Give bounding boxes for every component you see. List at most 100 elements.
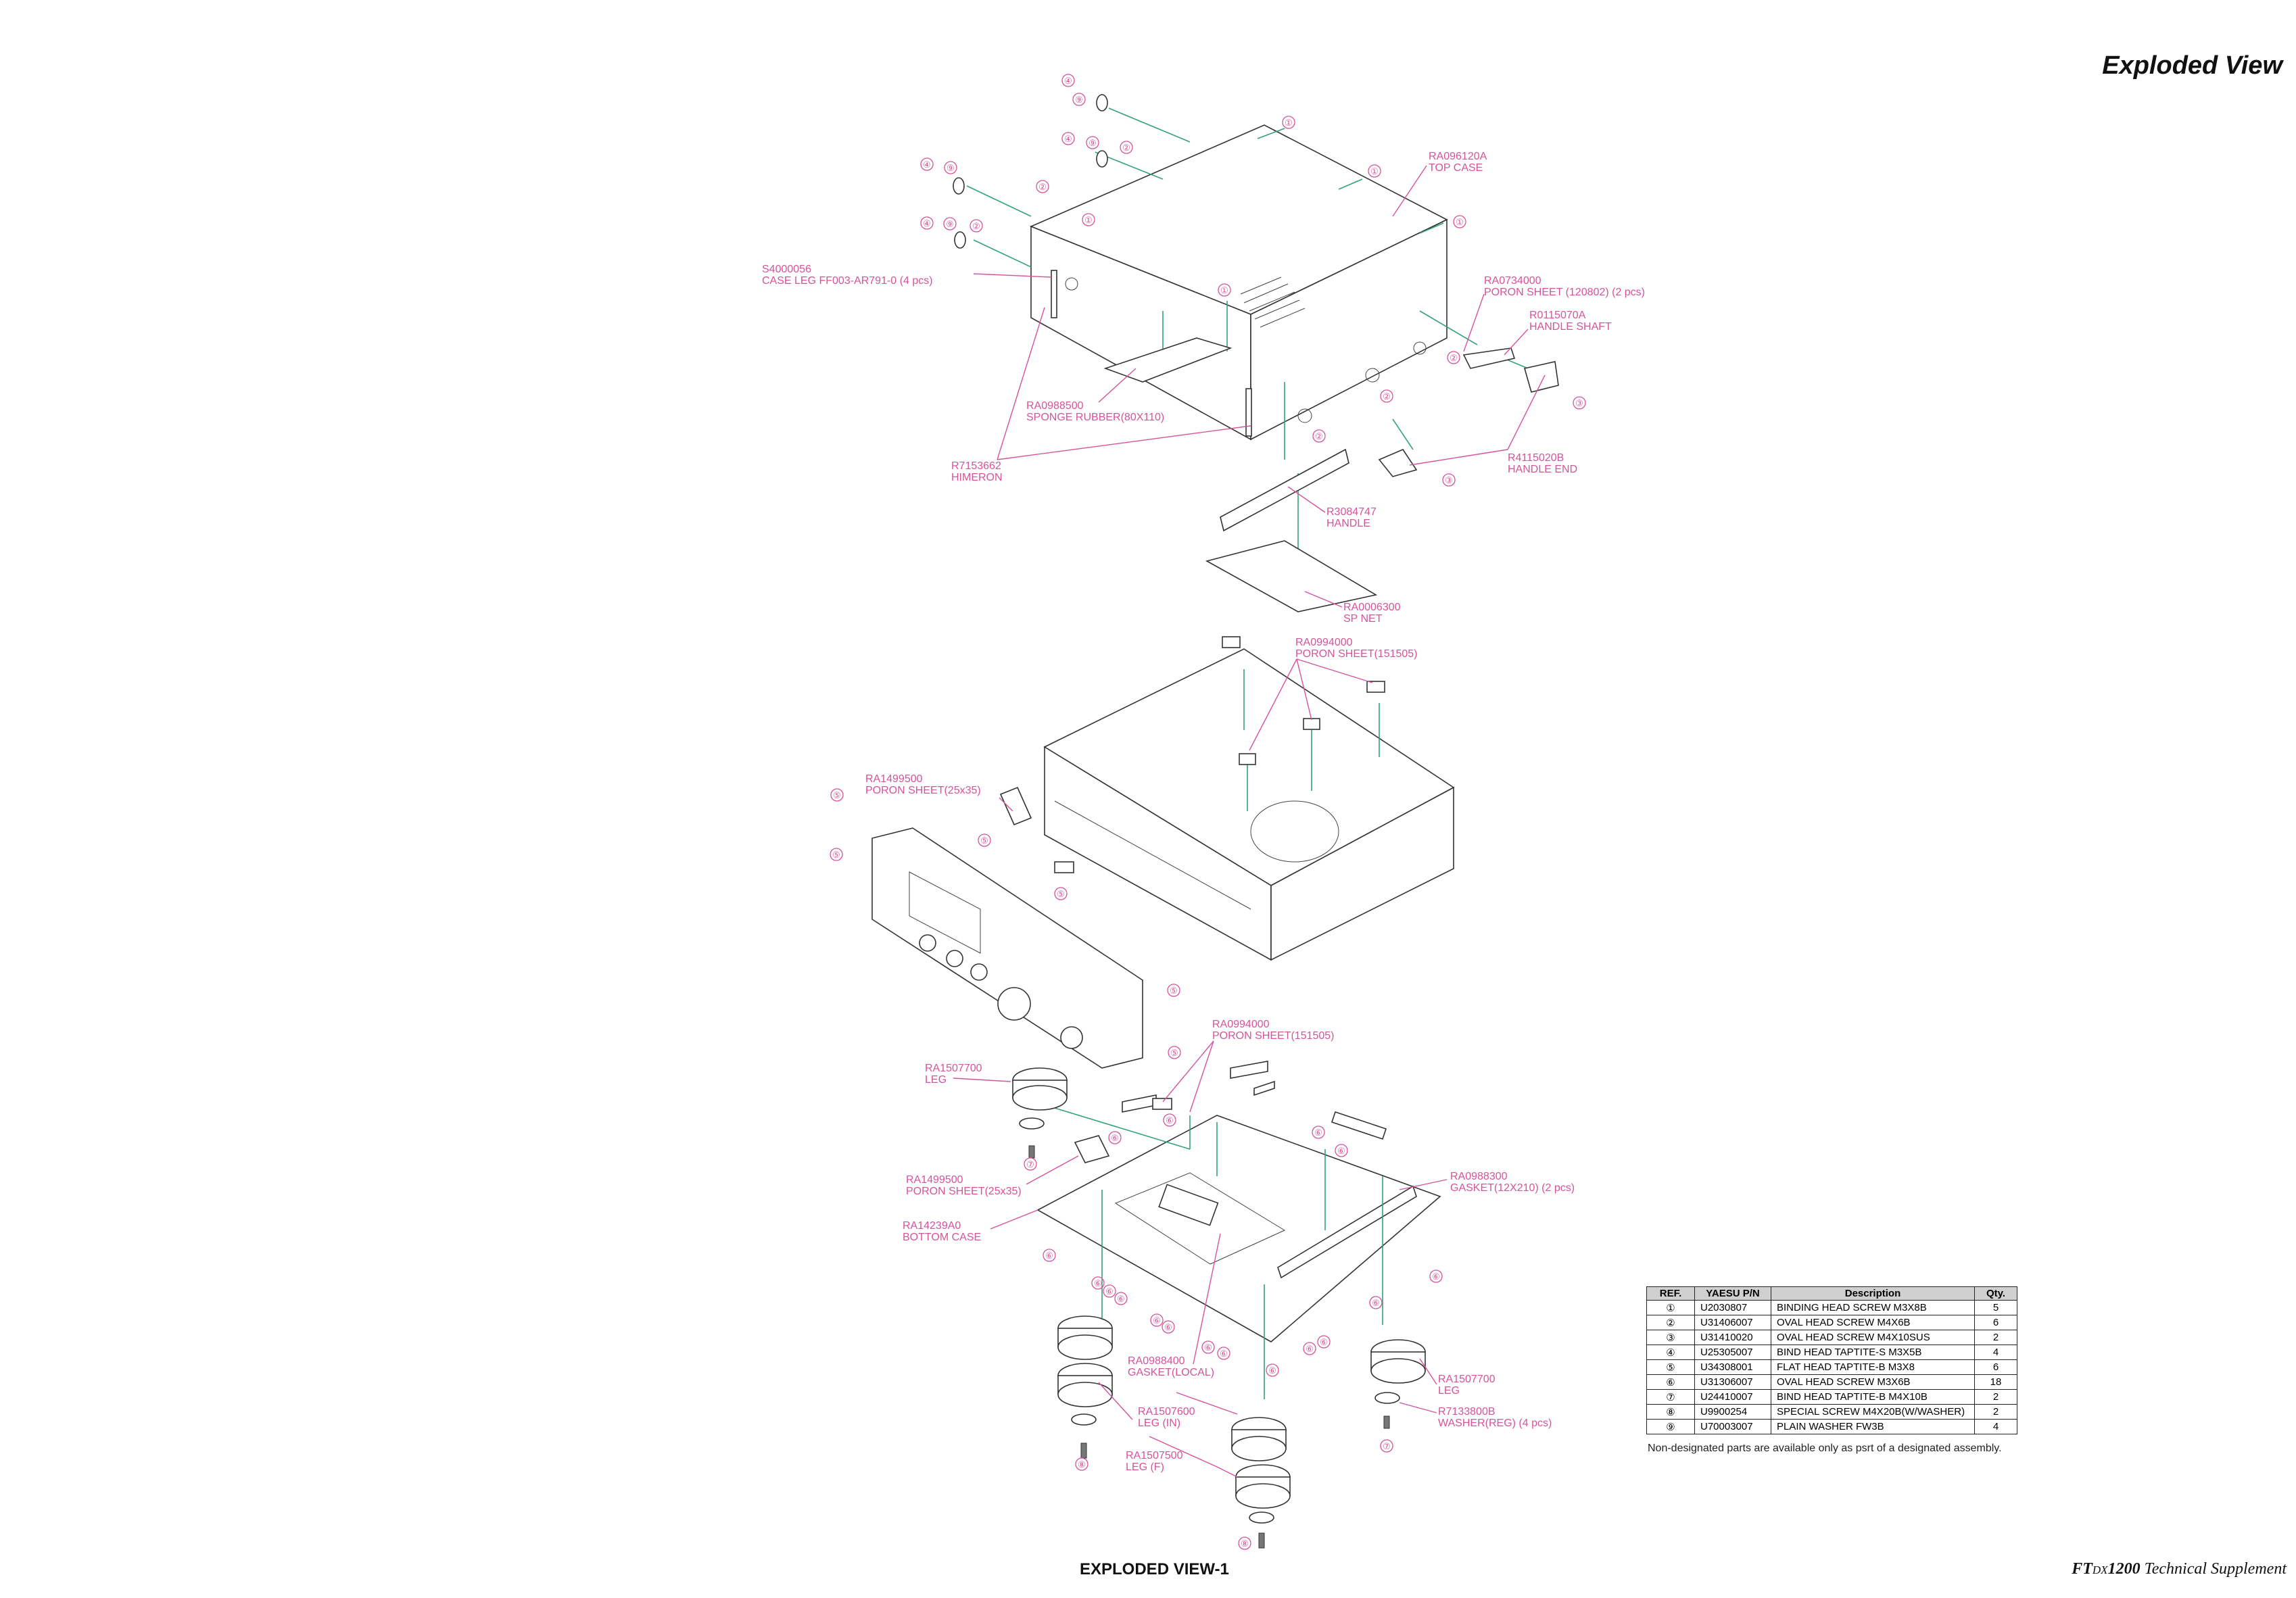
svg-text:⑥: ⑥ [1153, 1315, 1161, 1326]
callout-leg-top-name: LEG [925, 1074, 947, 1086]
marker-7: ⑦ [1380, 1439, 1393, 1453]
marker-4: ④ [1061, 132, 1075, 145]
footer-caption: EXPLODED VIEW-1 [1080, 1560, 1229, 1578]
marker-5: ⑤ [1167, 984, 1180, 997]
marker-6: ⑥ [1103, 1284, 1116, 1298]
svg-text:⑧: ⑧ [1241, 1539, 1249, 1549]
leg-right [1370, 1339, 1426, 1429]
reference-markers: ① ① ① ① ① ② ② ② ② ② ② ③ ③ ④ ④ ④ ④ ⑤ ⑤ ⑤ … [830, 74, 1586, 1550]
header-qty: Qty. [1974, 1286, 2017, 1301]
callout-poron-25x35-a-pn: RA1499500 [865, 773, 923, 785]
marker-6: ⑥ [1091, 1276, 1105, 1290]
svg-text:⑥: ⑥ [1314, 1128, 1322, 1138]
svg-text:⑨: ⑨ [946, 219, 954, 229]
callout-poron-151505-a-name: PORON SHEET(151505) [1295, 648, 1418, 660]
top-case-small-parts [953, 94, 1559, 612]
marker-9: ⑨ [943, 217, 957, 231]
svg-text:⑥: ⑥ [1204, 1342, 1212, 1353]
marker-6: ⑥ [1303, 1342, 1316, 1355]
marker-2: ② [970, 219, 983, 233]
marker-6: ⑥ [1114, 1292, 1128, 1305]
marker-6: ⑥ [1108, 1131, 1122, 1144]
marker-1: ① [1368, 164, 1381, 178]
marker-2: ② [1036, 180, 1049, 193]
svg-text:⑤: ⑤ [980, 836, 988, 846]
callout-poron-120802-pn: RA0734000 [1484, 275, 1541, 287]
callout-poron-151505-a-pn: RA0994000 [1295, 637, 1353, 648]
marker-5: ⑤ [978, 833, 991, 847]
callout-leg-top-pn: RA1507700 [925, 1063, 982, 1074]
svg-text:⑦: ⑦ [1026, 1159, 1034, 1169]
marker-6: ⑥ [1217, 1347, 1230, 1360]
callout-sp-net-pn: RA0006300 [1343, 602, 1401, 613]
table-note: Non-designated parts are available only … [1648, 1443, 2002, 1454]
svg-text:③: ③ [1575, 398, 1583, 408]
svg-text:④: ④ [923, 218, 931, 228]
callout-bottom-case-pn: RA14239A0 [903, 1220, 961, 1232]
svg-text:⑧: ⑧ [1078, 1459, 1086, 1470]
top-case-vent [1240, 276, 1306, 328]
svg-text:①: ① [1456, 217, 1464, 227]
marker-5: ⑤ [830, 848, 843, 861]
marker-5: ⑤ [1168, 1046, 1181, 1059]
marker-2: ② [1447, 351, 1460, 364]
header-pn: YAESU P/N [1694, 1286, 1771, 1301]
marker-3: ③ [1573, 396, 1586, 410]
svg-text:⑥: ⑥ [1045, 1251, 1053, 1261]
svg-text:⑤: ⑤ [832, 850, 840, 860]
svg-text:②: ② [1315, 431, 1323, 441]
svg-text:⑥: ⑥ [1094, 1278, 1102, 1288]
marker-8: ⑧ [1075, 1457, 1089, 1471]
callout-leg-f-pn: RA1507500 [1126, 1450, 1183, 1461]
svg-text:②: ② [1038, 182, 1047, 192]
callout-himeron-name: HIMERON [951, 472, 1003, 483]
marker-6: ⑥ [1163, 1113, 1176, 1127]
callout-top-case-pn: RA096120A [1429, 151, 1487, 162]
svg-text:②: ② [1122, 143, 1130, 153]
callout-gasket-12x210-pn: RA0988300 [1450, 1171, 1508, 1182]
callout-handle-shaft-name: HANDLE SHAFT [1529, 321, 1612, 333]
footer-model-number: 1200 [2107, 1560, 2140, 1578]
svg-text:⑥: ⑥ [1111, 1133, 1119, 1143]
callout-poron-25x35-b-name: PORON SHEET(25x35) [906, 1186, 1022, 1197]
callout-case-leg-name: CASE LEG FF003-AR791-0 (4 pcs) [762, 275, 933, 287]
svg-text:⑥: ⑥ [1105, 1286, 1114, 1297]
callout-washer-reg-pn: R7133800B [1438, 1406, 1496, 1418]
footer-publication-title: Technical Supplement [2140, 1560, 2287, 1578]
marker-4: ④ [920, 158, 934, 171]
footer-model: FT [2072, 1560, 2092, 1578]
svg-text:④: ④ [923, 160, 931, 170]
page-title: Exploded View [2102, 51, 2282, 80]
callout-labels: RA096120A TOP CASE S4000056 CASE LEG FF0… [762, 151, 1645, 1473]
marker-6: ⑥ [1369, 1296, 1383, 1309]
callout-handle-end-name: HANDLE END [1508, 464, 1577, 475]
callout-leg-f-name: LEG (F) [1126, 1461, 1164, 1473]
chassis-guides [1243, 669, 1380, 811]
callout-gasket-local-pn: RA0988400 [1128, 1355, 1185, 1367]
chassis-drawing [1043, 648, 1455, 961]
leg-front [1057, 1315, 1113, 1459]
callout-gasket-12x210-name: GASKET(12X210) (2 pcs) [1450, 1182, 1575, 1194]
marker-1: ① [1082, 213, 1095, 226]
footer-publication: FTDX1200 Technical Supplement [2072, 1560, 2287, 1578]
svg-text:⑥: ⑥ [1432, 1272, 1440, 1282]
front-panel-drawing [871, 827, 1143, 1069]
svg-text:①: ① [1220, 285, 1228, 295]
marker-5: ⑤ [1054, 887, 1068, 900]
bottom-case-drawing [1036, 1061, 1441, 1342]
marker-4: ④ [920, 216, 934, 230]
callout-handle-pn: R3084747 [1326, 506, 1377, 518]
marker-1: ① [1282, 116, 1295, 129]
callout-poron-151505-b-name: PORON SHEET(151505) [1212, 1030, 1335, 1042]
marker-6: ⑥ [1201, 1340, 1215, 1354]
marker-9: ⑨ [944, 161, 957, 174]
svg-text:⑨: ⑨ [1089, 138, 1097, 148]
marker-2: ② [1312, 429, 1326, 443]
marker-5: ⑤ [830, 788, 844, 802]
